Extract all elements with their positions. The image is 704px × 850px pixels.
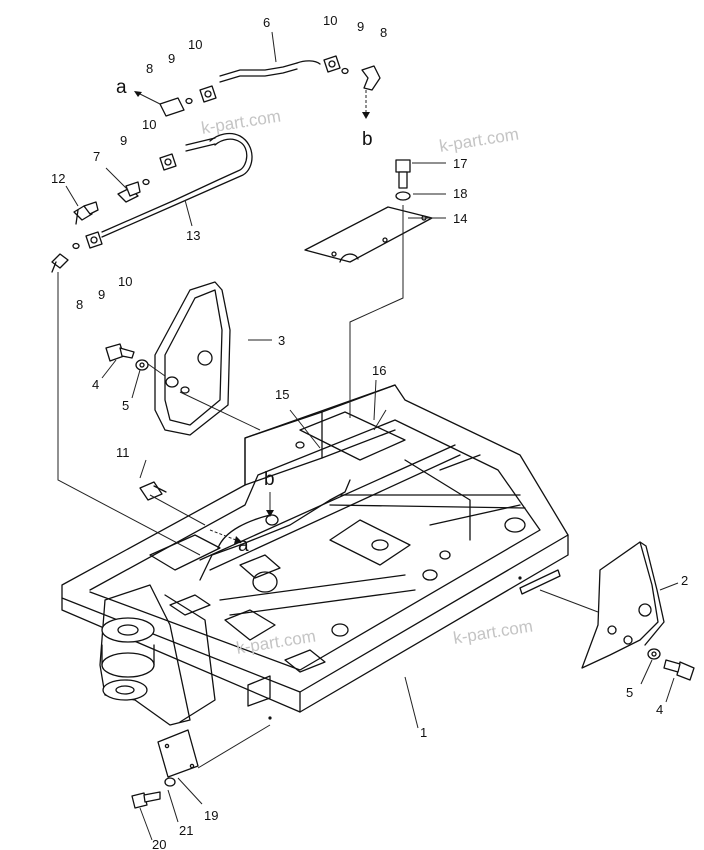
callout-7: 7: [93, 149, 101, 164]
callout-9: 9: [357, 19, 365, 34]
callout-8: 8: [76, 297, 84, 312]
reference-letter-a: a: [116, 77, 127, 98]
leader-lines: [57, 31, 679, 841]
arrow-a-frame: [209, 529, 242, 544]
main-frame: [61, 384, 569, 726]
arrow-b-top: [362, 90, 370, 119]
elbow-8-top: [159, 97, 185, 117]
fitting-7: [117, 181, 141, 203]
callout-12: 12: [51, 171, 66, 186]
callout-1: 1: [420, 725, 428, 740]
reference-letter-b: b: [362, 129, 373, 150]
callout-15: 15: [275, 387, 290, 402]
callout-9: 9: [168, 51, 176, 66]
seals-9: [72, 67, 349, 250]
reference-letter-a: a: [238, 535, 249, 556]
cover-plate: [304, 206, 433, 263]
arrow-a-top: [134, 91, 161, 105]
callout-8: 8: [380, 25, 388, 40]
cover-plate-small: [157, 729, 199, 778]
callout-3: 3: [278, 333, 286, 348]
callout-9: 9: [98, 287, 106, 302]
callout-11: 11: [116, 445, 130, 460]
callout-18: 18: [453, 186, 468, 201]
fitting-11: [139, 481, 167, 501]
elbow-8-right: [361, 65, 381, 91]
callout-6: 6: [263, 15, 271, 30]
callout-5: 5: [122, 398, 130, 413]
callout-13: 13: [186, 228, 201, 243]
callout-16: 16: [372, 363, 387, 378]
side-guard-left: [154, 281, 231, 436]
washer-left: [135, 359, 149, 371]
arrow-b-frame: [266, 492, 274, 517]
callout-4: 4: [92, 377, 100, 392]
elbow-8-left: [51, 253, 69, 273]
hose-13: [101, 132, 253, 238]
washer-18: [395, 191, 411, 201]
washer-21: [164, 777, 176, 787]
hose-6: [219, 60, 321, 83]
callout-21: 21: [179, 823, 194, 838]
bolt-17: [395, 159, 411, 189]
elbow-12: [73, 201, 99, 225]
callout-10: 10: [323, 13, 338, 28]
callout-10: 10: [118, 274, 133, 289]
callout-14: 14: [453, 211, 468, 226]
side-guard-right: [581, 541, 665, 669]
bolt-left: [105, 343, 135, 362]
reference-letter-b: b: [264, 469, 275, 490]
callout-8: 8: [146, 61, 154, 76]
callout-10: 10: [188, 37, 203, 52]
bolt-20: [131, 791, 161, 809]
bolt-right: [663, 659, 695, 681]
callout-2: 2: [681, 573, 689, 588]
callout-9: 9: [120, 133, 128, 148]
callout-10: 10: [142, 117, 157, 132]
callout-19: 19: [204, 808, 219, 823]
nuts-10: [85, 55, 341, 249]
callout-5: 5: [626, 685, 634, 700]
callout-4: 4: [656, 702, 664, 717]
callout-20: 20: [152, 837, 167, 850]
washer-right: [647, 648, 661, 660]
callout-17: 17: [453, 156, 468, 171]
